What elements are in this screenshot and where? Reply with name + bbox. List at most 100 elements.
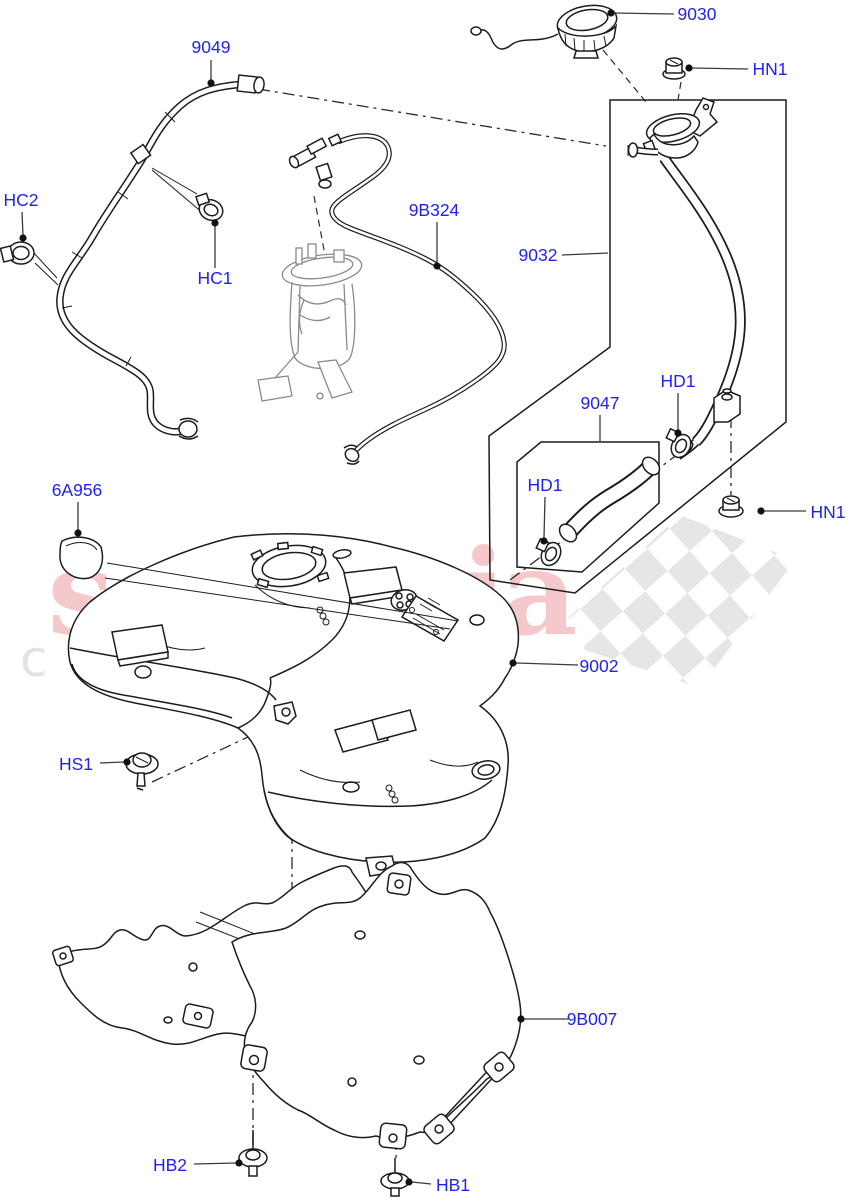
callout-boxes	[488, 99, 787, 594]
upper-shield-tab	[51, 945, 75, 967]
part-labels-layer: 90499030HN1HC2HC19B32490329047HD1HD1HN16…	[3, 4, 845, 1195]
leader-line	[99, 761, 125, 764]
leader-dot	[607, 9, 615, 17]
leader-line	[612, 12, 675, 15]
fuel-tube-9b324	[288, 133, 507, 465]
part-number-text[interactable]: 6A956	[52, 480, 103, 500]
leader-dot	[19, 234, 27, 242]
part-number-text[interactable]: HS1	[59, 754, 93, 774]
part-label-hn1-10[interactable]: HN1	[757, 502, 846, 522]
part-label-9002-12[interactable]: 9002	[509, 656, 618, 676]
bolt-hb1	[380, 1158, 410, 1197]
part-label-6a956-11[interactable]: 6A956	[52, 480, 103, 537]
leader-line	[543, 496, 546, 539]
bolt-hb2	[238, 1130, 268, 1177]
leader-line	[193, 1162, 237, 1165]
leader-line	[515, 662, 579, 666]
clamp-hc2	[0, 241, 59, 286]
part-label-hb1-16[interactable]: HB1	[405, 1175, 470, 1195]
leader-dot	[685, 64, 693, 72]
part-label-hs1-13[interactable]: HS1	[59, 754, 131, 774]
lower-shield-tab-hb1	[378, 1122, 408, 1150]
lower-shield-tab-right	[483, 1051, 515, 1083]
part-number-text[interactable]: 9032	[519, 245, 558, 265]
lower-shield-tab-left	[240, 1044, 268, 1072]
leader-dot	[509, 659, 517, 667]
filler-neck	[642, 97, 719, 159]
leader-line	[561, 252, 609, 256]
fuel-tank-9002	[67, 533, 520, 877]
hose-9047	[558, 456, 661, 543]
part-number-text[interactable]: HD1	[660, 371, 695, 391]
part-number-text[interactable]: 9049	[192, 37, 231, 57]
tube-end-fitting	[343, 444, 360, 465]
hose-end-fitting	[236, 74, 265, 94]
nut-hn1-top	[662, 57, 686, 80]
part-label-hb2-15[interactable]: HB2	[153, 1155, 243, 1175]
tank-front-tab	[273, 701, 297, 725]
tank-pad-right-b	[371, 709, 417, 741]
leader-dot	[235, 1159, 243, 1167]
filler-pipe-box	[488, 99, 787, 594]
part-number-text[interactable]: HC2	[3, 190, 38, 210]
leader-line	[690, 67, 749, 70]
part-label-9030-1[interactable]: 9030	[607, 4, 717, 24]
leader-line	[21, 211, 24, 237]
leader-dot	[207, 79, 215, 87]
lower-shield-mount-top	[386, 872, 412, 896]
leader-dot	[674, 429, 682, 437]
part-number-text[interactable]: HC1	[197, 268, 232, 288]
nut-hn1-bottom	[718, 495, 744, 518]
heat-shield-pad-6a956	[59, 536, 459, 630]
tank-filler-ring	[250, 541, 330, 589]
leader-dot	[405, 1178, 413, 1186]
checkered-flag-watermark	[568, 515, 795, 688]
vent-spout	[627, 142, 659, 158]
fuel-cap-9030	[470, 4, 618, 59]
part-number-text[interactable]: HB2	[153, 1155, 187, 1175]
part-number-text[interactable]: HN1	[810, 502, 845, 522]
part-label-9047-7[interactable]: 9047	[581, 393, 620, 441]
vent-hose-9049	[56, 74, 265, 440]
hose-connector	[129, 143, 152, 165]
upper-shield-bracket	[182, 1003, 214, 1029]
part-number-text[interactable]: HD1	[527, 475, 562, 495]
tank-spring-detail-2	[385, 784, 399, 804]
leader-dot	[211, 219, 219, 227]
leader-dot	[757, 507, 765, 515]
part-number-text[interactable]: 9B007	[567, 1009, 618, 1029]
part-number-text[interactable]: 9002	[580, 656, 619, 676]
part-label-hd1-8[interactable]: HD1	[660, 371, 696, 437]
tube-valve-cluster	[288, 133, 343, 189]
part-number-text[interactable]: HB1	[436, 1175, 470, 1195]
part-number-text[interactable]: 9047	[581, 393, 620, 413]
leader-dot	[433, 262, 441, 270]
skid-shield-lower	[231, 861, 522, 1150]
filler-pipe-9032	[627, 97, 746, 460]
cap-tether	[478, 29, 559, 50]
part-label-9032-6[interactable]: 9032	[519, 245, 609, 265]
part-label-hn1-2[interactable]: HN1	[685, 59, 788, 79]
part-label-9b324-5[interactable]: 9B324	[409, 200, 460, 270]
part-number-text[interactable]: HN1	[752, 59, 787, 79]
part-number-text[interactable]: 9B324	[409, 200, 460, 220]
part-label-hc1-4[interactable]: HC1	[197, 219, 233, 288]
part-label-hc2-3[interactable]: HC2	[3, 190, 39, 242]
part-number-text[interactable]: 9030	[678, 4, 717, 24]
screw-hs1	[125, 752, 159, 791]
clamp-hc1	[151, 167, 224, 222]
hose-9047-box	[516, 441, 660, 573]
pipe-bracket	[713, 388, 741, 423]
part-label-9b007-14[interactable]: 9B007	[517, 1009, 617, 1029]
part-label-hd1-9[interactable]: HD1	[527, 475, 563, 545]
leader-line	[411, 1181, 432, 1185]
leader-dot	[517, 1015, 525, 1023]
leader-dot	[123, 758, 131, 766]
leader-dot	[74, 529, 82, 537]
lower-shield-tab-bottom	[423, 1113, 455, 1145]
part-label-9049-0[interactable]: 9049	[192, 37, 231, 87]
hose-elbow-end	[178, 417, 199, 440]
fuel-pump-module	[257, 243, 363, 402]
